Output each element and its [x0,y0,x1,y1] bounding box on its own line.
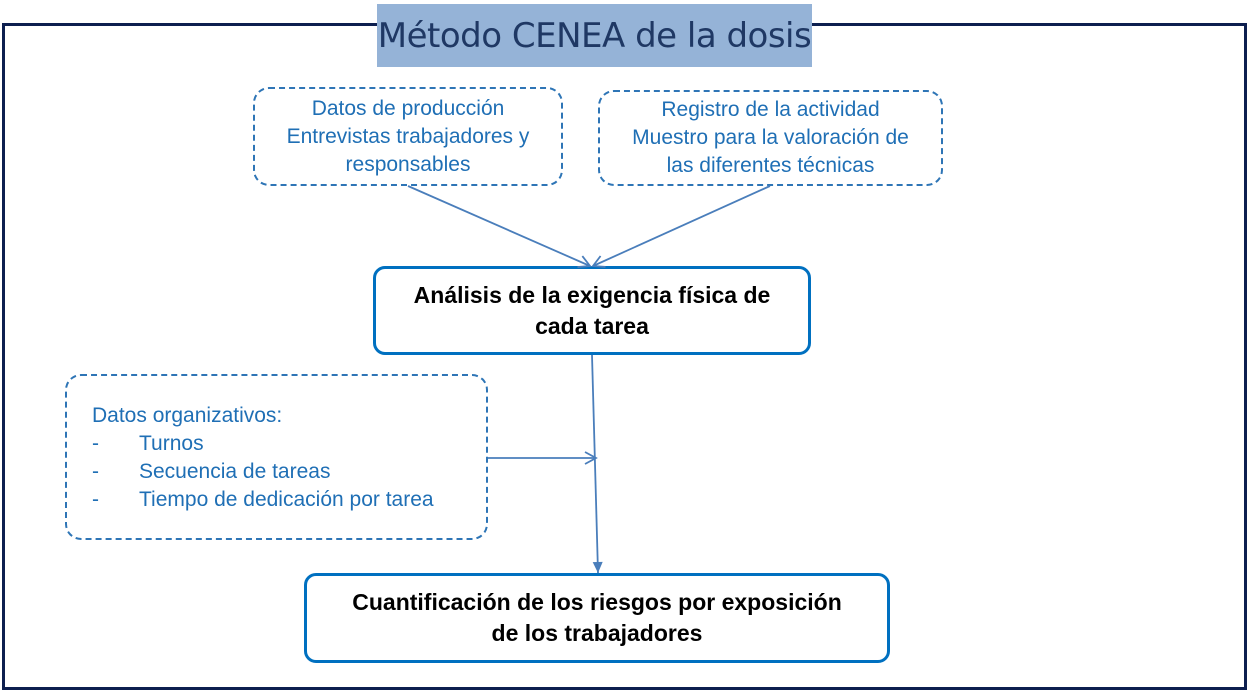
organizational-data-heading: Datos organizativos: [92,404,283,427]
production-data-box: Datos de producción Entrevistas trabajad… [253,87,563,186]
production-data-line: responsables [345,152,471,176]
list-bullet: - [92,432,99,455]
quantification-step-line: de los trabajadores [491,620,703,646]
activity-record-line: las diferentes técnicas [666,154,875,177]
organizational-data-item-text: Turnos [139,432,204,455]
organizational-data-item: - Turnos [92,430,486,458]
production-data-line: Datos de producción [311,96,505,120]
production-data-line: Entrevistas trabajadores y [286,124,530,148]
organizational-data-item: - Secuencia de tareas [92,458,486,486]
activity-record-line: Muestro para la valoración de [632,126,909,149]
activity-record-line: Registro de la actividad [661,98,880,121]
organizational-data-item-text: Secuencia de tareas [139,460,331,483]
quantification-step-box: Cuantificación de los riesgos por exposi… [304,573,890,663]
analysis-step-line: Análisis de la exigencia física de [413,281,771,308]
organizational-data-item: - Tiempo de dedicación por tarea [92,486,486,514]
list-bullet: - [92,488,99,511]
diagram-title: Método CENEA de la dosis [377,4,812,67]
activity-record-box: Registro de la actividad Muestro para la… [598,90,943,186]
analysis-step-line: cada tarea [535,312,649,339]
quantification-step-line: Cuantificación de los riesgos por exposi… [352,589,842,615]
analysis-step-box: Análisis de la exigencia física de cada … [373,266,811,355]
list-bullet: - [92,460,99,483]
organizational-data-item-text: Tiempo de dedicación por tarea [139,488,434,511]
organizational-data-box: Datos organizativos: - Turnos - Secuenci… [65,374,488,540]
